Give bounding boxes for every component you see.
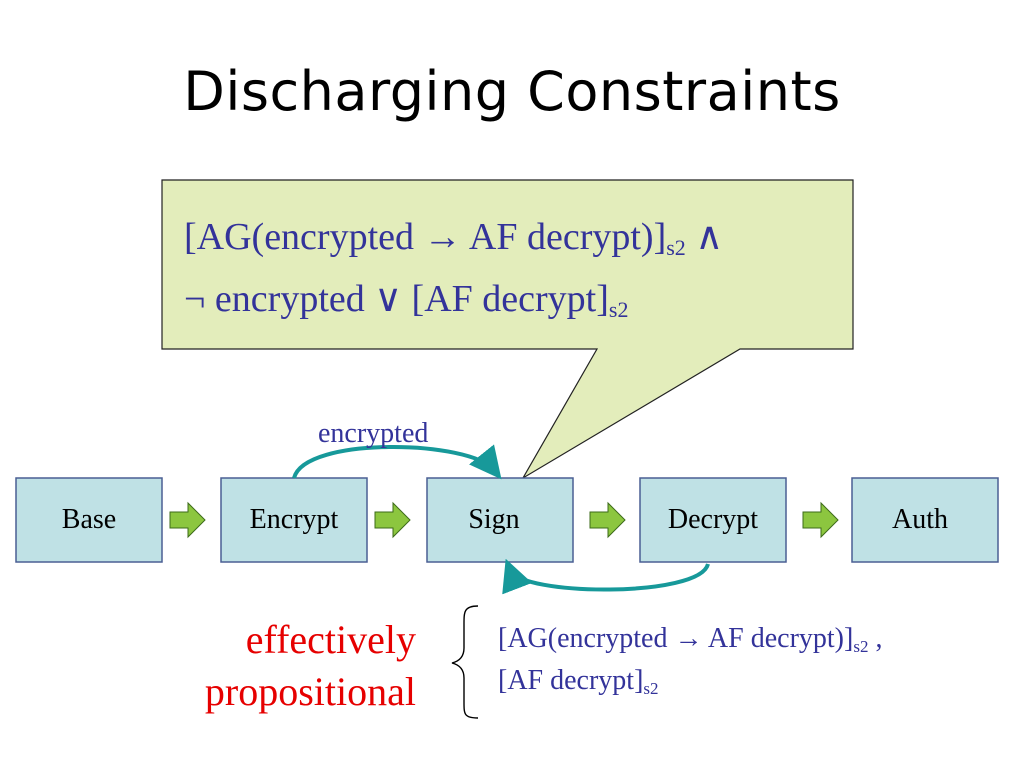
formula-text: [AG(encrypted → AF decrypt)]	[184, 216, 667, 258]
effectively-propositional-label: effectively propositional	[100, 614, 416, 718]
encrypted-edge-arrow	[292, 444, 502, 480]
node-box-encrypt	[220, 477, 368, 563]
slide-title: Discharging Constraints	[183, 60, 841, 123]
formula-text: ∧	[685, 216, 724, 258]
node-box-decrypt	[639, 477, 787, 563]
callout-formula-line-2: ¬ encrypted ∨ [AF decrypt]s2	[184, 268, 844, 330]
formula-text: ,	[868, 623, 883, 654]
propositional-text: propositional	[204, 669, 416, 714]
decrypt-back-edge-arrow	[502, 558, 710, 595]
node-box-base	[15, 477, 163, 563]
formula-text: ¬ encrypted ∨ [AF decrypt]	[184, 278, 609, 320]
discharged-formula-2: [AF decrypt]s2	[498, 660, 998, 702]
formula-text: [AG(encrypted → AF decrypt)]	[498, 623, 854, 654]
formula-subscript: s2	[853, 637, 869, 656]
formula-subscript: s2	[666, 235, 686, 260]
node-label-auth: Auth	[892, 504, 948, 535]
effectively-text: effectively	[245, 617, 416, 662]
discharged-formulas: [AG(encrypted → AF decrypt)]s2 , [AF dec…	[498, 618, 998, 702]
curly-brace-icon	[451, 605, 479, 719]
flow-arrow-icon	[802, 501, 839, 539]
node-label-encrypt: Encrypt	[249, 504, 339, 535]
flow-arrow-icon	[589, 501, 626, 539]
flow-arrow-icon	[169, 501, 206, 539]
flow-arrow-icon	[374, 501, 411, 539]
discharged-formula-1: [AG(encrypted → AF decrypt)]s2 ,	[498, 618, 998, 660]
callout-formula: [AG(encrypted → AF decrypt)]s2 ∧ ¬ encry…	[184, 206, 844, 330]
callout-bubble	[161, 179, 854, 480]
node-label-sign: Sign	[468, 504, 520, 535]
formula-subscript: s2	[643, 679, 659, 698]
node-box-auth	[851, 477, 999, 563]
callout-formula-line-1: [AG(encrypted → AF decrypt)]s2 ∧	[184, 206, 844, 268]
formula-text: [AF decrypt]	[498, 665, 644, 696]
formula-subscript: s2	[608, 297, 629, 322]
edge-label-encrypted: encrypted	[318, 418, 429, 449]
node-label-decrypt: Decrypt	[667, 504, 759, 535]
node-label-base: Base	[61, 504, 117, 535]
